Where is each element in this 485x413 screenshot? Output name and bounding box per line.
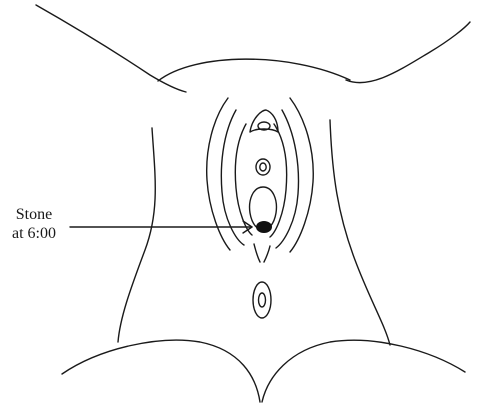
annotation-line-1: Stone <box>2 205 66 224</box>
upper-body-outline <box>36 5 186 92</box>
annotation-line-2: at 6:00 <box>2 224 66 243</box>
labia-minora-left <box>235 124 252 235</box>
upper-body-outline-right <box>346 22 470 83</box>
urethral-meatus-outer <box>256 159 270 175</box>
anus-outer <box>253 282 271 318</box>
anus-inner <box>259 293 266 307</box>
labia-inner-left <box>221 110 244 245</box>
abdomen-curve <box>158 59 350 81</box>
perineum-right <box>264 246 270 262</box>
urethral-meatus-inner <box>260 163 266 171</box>
right-thigh-outline <box>330 120 390 345</box>
stone-marker <box>256 221 272 233</box>
left-thigh-outline <box>118 128 155 342</box>
perineum-left <box>254 244 260 262</box>
left-buttock <box>62 340 260 402</box>
labia-majora-right <box>290 98 313 252</box>
stone-annotation: Stone at 6:00 <box>2 205 66 243</box>
labia-minora-right <box>270 124 287 237</box>
right-buttock <box>262 340 465 402</box>
clitoral-hood <box>250 110 278 132</box>
